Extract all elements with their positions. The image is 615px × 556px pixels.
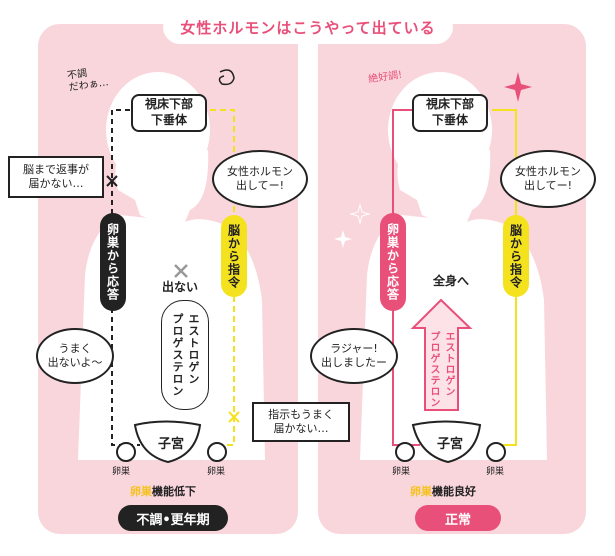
left-brain-box: 視床下部 下垂体	[131, 94, 207, 132]
right-function-suffix: 機能良好	[432, 485, 476, 498]
title-pill: 女性ホルモンはこうやって出ている	[163, 10, 453, 44]
left-note-command: 指示もうまく 届かない…	[252, 402, 350, 442]
right-function-prefix: 卵巣	[410, 485, 432, 498]
left-hormones: エストロゲン プロゲステロン	[161, 300, 209, 410]
left-no-output: 出ない	[162, 280, 199, 294]
left-function-suffix: 機能低下	[152, 485, 196, 498]
left-status-badge: 不調•更年期	[118, 505, 228, 531]
left-uterus-shape	[116, 420, 227, 464]
dizzy-swirl-icon	[218, 69, 235, 86]
left-function-label: 卵巣機能低下	[130, 483, 196, 499]
no-output-x	[174, 264, 188, 278]
right-function-label: 卵巣機能良好	[410, 483, 476, 499]
left-break-marks	[106, 175, 118, 187]
left-bubble-not-out: うまく 出ないよ〜	[36, 328, 114, 384]
left-note-brain: 脳まで返事が 届かない…	[8, 156, 104, 198]
right-uterus-shape	[395, 420, 506, 464]
right-bubble-ok: ラジャー! 出しましたー	[310, 328, 398, 384]
to-body-arrow	[410, 298, 473, 411]
left-reply-label: 卵巣から応答	[100, 213, 126, 311]
left-function-prefix: 卵巣	[130, 485, 152, 498]
left-command-label: 脳から指令	[221, 215, 247, 297]
right-bubble-hormone: 女性ホルモン 出してー!	[500, 150, 596, 208]
page-title: 女性ホルモンはこうやって出ている	[180, 18, 436, 37]
right-ovary-l-label: 卵巣	[392, 467, 411, 477]
right-brain-box: 視床下部 下垂体	[412, 94, 488, 132]
right-status-badge: 正常	[415, 505, 501, 531]
left-ovary-r-label: 卵巣	[207, 467, 226, 477]
left-bubble-hormone: 女性ホルモン 出してー!	[212, 150, 308, 208]
left-break-marks-yellow	[228, 411, 240, 423]
right-reply-label: 卵巣から応答	[380, 213, 406, 311]
left-ovary-l-label: 卵巣	[112, 467, 131, 477]
right-uterus-label: 子宮	[437, 437, 464, 452]
right-command-label: 脳から指令	[503, 215, 529, 297]
right-to-body: 全身へ	[433, 274, 470, 288]
right-hormones: エストロゲン プロゲステロン	[428, 330, 454, 408]
right-ovary-r-label: 卵巣	[486, 467, 505, 477]
left-uterus-label: 子宮	[158, 437, 185, 452]
